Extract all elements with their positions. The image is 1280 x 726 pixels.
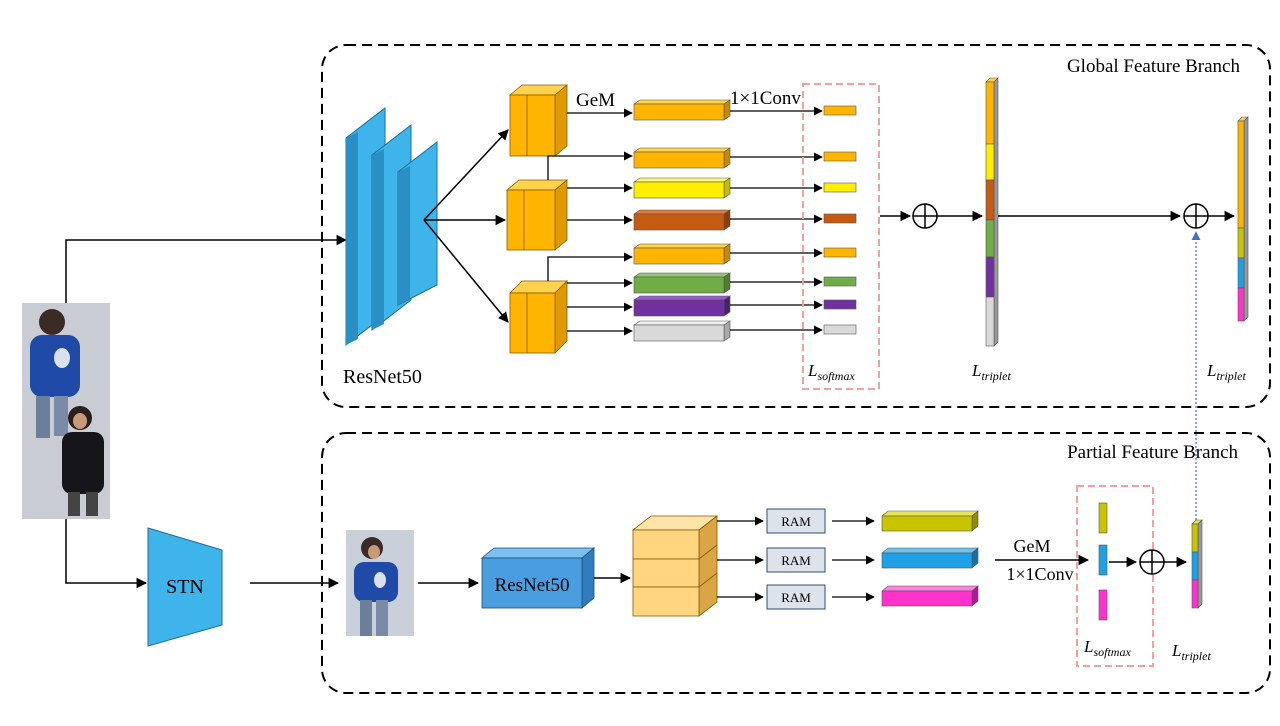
ram-module-3: RAM — [766, 584, 826, 610]
global-triplet-loss: Ltriplet — [971, 361, 1011, 383]
partial-bar-2 — [881, 547, 979, 569]
global-fusion-plus-2 — [1183, 203, 1209, 229]
partial-bar-3 — [881, 585, 979, 607]
partial-resnet50-block — [480, 547, 596, 609]
partial-small-vectors — [1098, 502, 1108, 621]
partial-softmax-loss: Lsoftmax — [1083, 637, 1131, 659]
global-gem-label: GeM — [576, 90, 615, 111]
partial-stacked-block — [631, 515, 719, 617]
partial-fusion-plus — [1139, 549, 1165, 575]
partial-concat-vector — [1191, 519, 1203, 609]
final-triplet-loss: Ltriplet — [1206, 361, 1246, 383]
global-feature-block-2 — [505, 179, 569, 251]
global-resnet50-label: ResNet50 — [343, 366, 422, 388]
global-bar-8 — [633, 320, 731, 342]
global-softmax-loss: Lsoftmax — [807, 361, 855, 383]
global-small-vectors — [823, 105, 857, 335]
global-conv-label: 1×1Conv — [730, 88, 801, 109]
global-bar-5 — [633, 243, 731, 265]
partial-stack-arrows — [717, 516, 764, 602]
partial-bar-1 — [881, 510, 979, 532]
partial-ram-arrows — [832, 516, 875, 602]
svg-text:RAM: RAM — [781, 590, 811, 605]
partial-feature-bars — [881, 510, 979, 607]
arrow-input-to-global — [65, 234, 348, 303]
global-bar-6 — [633, 272, 731, 294]
global-concat-vector — [985, 77, 999, 347]
global-bar-7 — [633, 295, 731, 317]
arrow-resnet-to-block1 — [423, 129, 509, 221]
arrow-input-to-stn — [65, 519, 148, 589]
partial-triplet-loss: Ltriplet — [1171, 641, 1211, 663]
partial-branch-frame — [321, 432, 1271, 694]
global-branch-title: Global Feature Branch — [1067, 56, 1241, 77]
global-fusion-plus-1 — [912, 203, 938, 229]
global-bar-4 — [633, 209, 731, 231]
partial-gem-label: GeM — [1014, 536, 1051, 556]
global-bar-2 — [633, 147, 731, 169]
ram-module-1: RAM — [766, 508, 826, 534]
global-feature-block-1 — [508, 84, 569, 157]
arrow-resnet-to-block3 — [423, 219, 509, 323]
global-softmax-box — [802, 83, 880, 390]
global-feature-block-3 — [509, 280, 568, 354]
stn-module — [147, 527, 223, 647]
partial-branch-title: Partial Feature Branch — [1067, 442, 1238, 463]
global-bar-arrows — [730, 106, 823, 335]
input-person-image — [22, 303, 110, 519]
global-connectors — [547, 108, 633, 336]
partial-conv-label: 1×1Conv — [1006, 564, 1073, 584]
global-feature-bars — [633, 99, 731, 342]
svg-text:RAM: RAM — [781, 553, 811, 568]
global-bar-1 — [633, 99, 731, 121]
global-resnet50-block — [345, 106, 438, 347]
stn-output-image — [346, 530, 414, 636]
partial-softmax-box — [1076, 485, 1154, 667]
stn-label: STN — [166, 576, 204, 598]
ram-module-2: RAM — [766, 547, 826, 573]
global-branch-frame — [321, 44, 1271, 408]
partial-resnet50-label: ResNet50 — [495, 575, 570, 596]
final-concat-vector — [1237, 116, 1249, 322]
svg-text:RAM: RAM — [781, 514, 811, 529]
global-bar-3 — [633, 177, 731, 199]
